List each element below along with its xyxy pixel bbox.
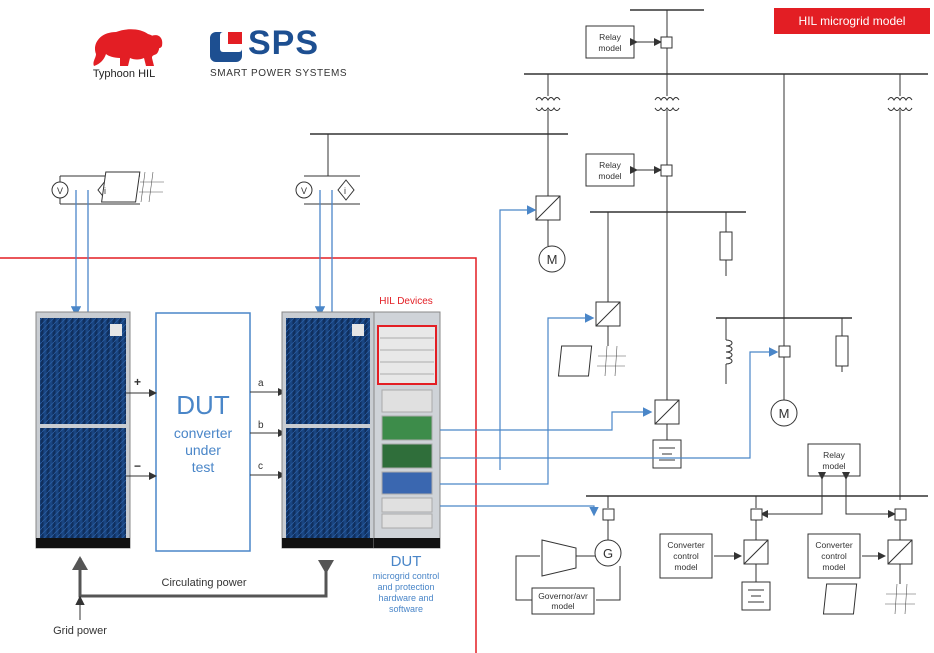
solar-panel-icon-mid (597, 345, 626, 377)
cc1-line-1: Converter (667, 540, 704, 550)
phase-a-label: a (258, 378, 264, 389)
relay-bot-link-left (760, 472, 826, 518)
circulating-power-label: Circulating power (162, 577, 247, 589)
load-bus-elements (725, 318, 849, 427)
pv-source-left (51, 171, 141, 205)
circulating-power-loop (78, 558, 328, 598)
breaker-gen (602, 508, 615, 521)
power-cabinet-left (35, 311, 131, 549)
pv-source-mid (295, 133, 568, 205)
power-cabinet-mid (281, 311, 375, 549)
voltmeter-symbol-mid: V (301, 186, 307, 196)
solar-panel-icon-bottom (885, 583, 916, 615)
cc1-line-2: control (673, 551, 699, 561)
converter-control-2 (807, 533, 861, 579)
dut-line-3: test (192, 459, 215, 475)
relay-model-bottom (807, 443, 861, 477)
battery-icon-bottom (748, 589, 764, 603)
hil-boundary-line (0, 257, 477, 653)
relay-top-line-2: model (598, 43, 621, 53)
down-arrow-icon (318, 560, 334, 574)
dc-plus-label: + (134, 375, 141, 389)
dut2-line-1: microgrid control (373, 571, 440, 581)
signal-load-breaker (440, 347, 779, 459)
dc-minus-label: − (134, 459, 141, 473)
motor-label-2: M (779, 406, 790, 421)
governor-line-1: Governor/avr (538, 591, 588, 601)
converter-control-1 (659, 533, 713, 579)
lower-bus-feeders (607, 496, 913, 615)
hil-microgrid-badge: HIL microgrid model (774, 8, 930, 34)
relay-mid-line-2: model (598, 171, 621, 181)
relay-bot-line-1: Relay (823, 450, 845, 460)
breaker-cc1 (750, 508, 763, 521)
breaker-mid (660, 164, 673, 177)
sub-bus-feeders (557, 212, 733, 469)
cc2-line-3: model (822, 562, 845, 572)
hil-devices-label: HIL Devices (379, 296, 433, 307)
phase-b-label: b (258, 420, 264, 431)
phase-c-label: c (258, 461, 263, 472)
sps-logo: SPS SMART POWER SYSTEMS (210, 24, 350, 82)
relay-bot-link-right (842, 472, 896, 518)
breaker-cc2 (894, 508, 907, 521)
dut-line-2: under (185, 442, 221, 458)
breaker-top (660, 36, 673, 49)
current-symbol-left: i (104, 186, 106, 196)
cc2-line-2: control (821, 551, 847, 561)
cc2-line-1: Converter (815, 540, 852, 550)
dut2-line-2: and protection (377, 582, 434, 592)
solar-grid-left (139, 171, 164, 203)
current-symbol-mid: i (344, 186, 346, 196)
generator-label: G (603, 546, 613, 561)
up-arrow-icon (72, 556, 88, 570)
typhoon-logo-text: Typhoon HIL (92, 68, 156, 80)
sps-mark-icon (210, 32, 242, 62)
signal-pv-inverter (440, 313, 595, 485)
relay-model-top (585, 25, 635, 59)
typhoon-hil-logo: Typhoon HIL (82, 24, 166, 84)
hil-rack (373, 311, 441, 549)
dut2-line-4: software (389, 604, 423, 614)
sps-logo-subtitle: SMART POWER SYSTEMS (210, 68, 348, 79)
relay-mid-line-1: Relay (599, 160, 621, 170)
relay-bot-line-2: model (822, 461, 845, 471)
grid-power-label: Grid power (53, 625, 107, 637)
signal-battery-inverter (440, 407, 653, 431)
dut-line-1: converter (174, 425, 233, 441)
transformers (535, 74, 913, 500)
battery-icon-mid (659, 447, 675, 461)
dut-title: DUT (176, 390, 230, 420)
relay-top-line-1: Relay (599, 32, 621, 42)
relay-model-mid (585, 153, 635, 187)
elephant-icon (93, 29, 163, 66)
solar-panel-icon-left (101, 171, 141, 203)
generator-set (515, 539, 622, 615)
dut2-title: DUT (391, 553, 422, 570)
signal-motor-drive (499, 205, 537, 470)
motor-label-1: M (547, 252, 558, 267)
cc1-line-3: model (674, 562, 697, 572)
motor-drive (535, 134, 566, 273)
dut-converter-box (155, 312, 251, 552)
sps-logo-text: SPS (248, 24, 320, 62)
signal-gen-breaker (440, 505, 599, 517)
dut2-line-3: hardware and (378, 593, 433, 603)
main-bus (524, 9, 928, 75)
breaker-load (778, 345, 791, 358)
voltmeter-symbol-left: V (57, 186, 63, 196)
governor-line-2: model (551, 601, 574, 611)
